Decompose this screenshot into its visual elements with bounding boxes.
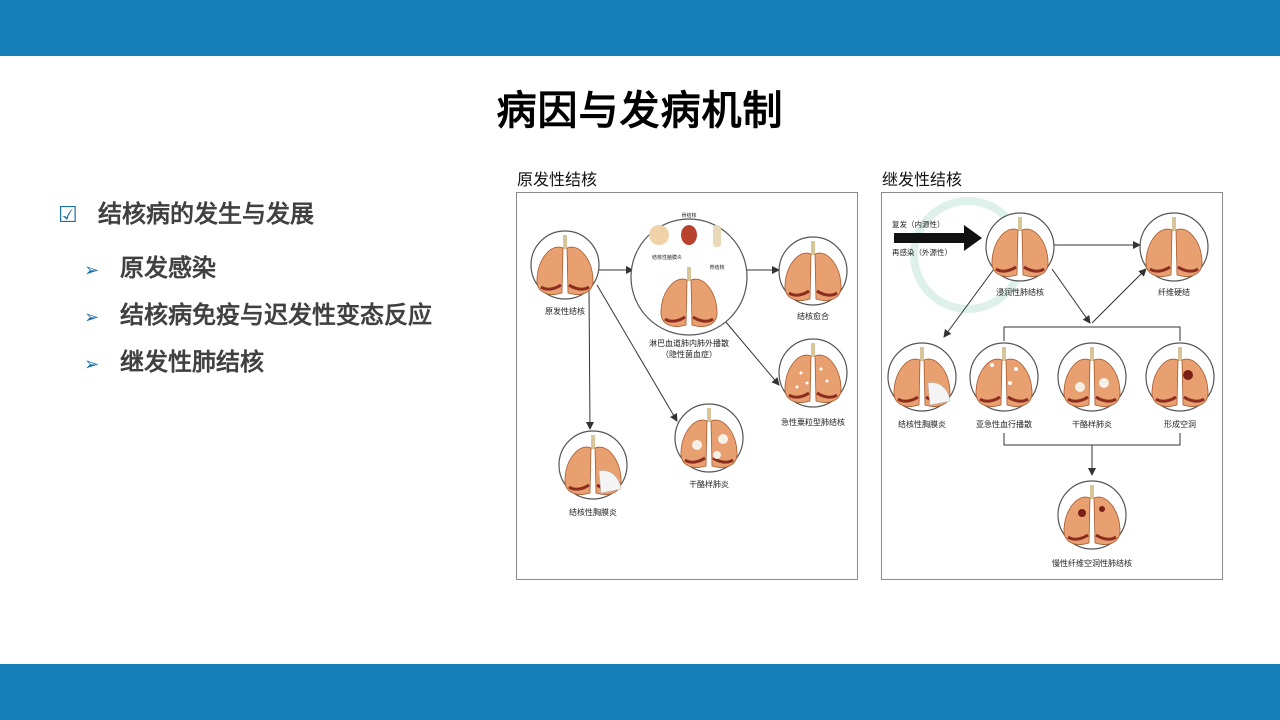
label-reinfection: 再感染（外源性） [892,247,952,257]
label-pleurisy: 结核性胸膜炎 [898,419,946,429]
slide-title: 病因与发病机制 [496,88,784,134]
label-organ-spine: 脊结核 [709,264,724,271]
primary-tb-diagram: 原发性结核 骨结核 结核性脑膜炎 脊结核 淋巴血道肺内肺外播散 （隐性菌血症） … [516,192,858,580]
label-miliary: 急性粟粒型肺结核 [781,417,845,427]
secondary-tb-diagram: 复发（内源性） 再感染（外源性） 浸润性肺结核 纤维硬结 结核性胸膜炎 亚急性血… [881,192,1223,580]
main-bullet: ☑ 结核病的发生与发展 [58,194,314,229]
arrow-bullet-icon: ➢ [84,307,100,328]
label-spread-2: （隐性菌血症） [661,349,717,359]
label-caseous: 干酪样肺炎 [689,479,729,489]
left-panel-title: 原发性结核 [517,170,598,189]
sub-bullet-2: ➢ 结核病免疫与迟发性变态反应 [84,295,432,330]
label-heal: 结核愈合 [797,311,829,321]
sub-bullet-3: ➢ 继发性肺结核 [84,342,264,377]
sub-bullet-1: ➢ 原发感染 [84,248,216,283]
sub-bullet-text: 结核病免疫与迟发性变态反应 [120,301,432,329]
label-subacute: 亚急性血行播散 [976,419,1032,429]
label-organ-top: 骨结核 [681,212,696,219]
primary-tb-svg: 原发性结核 骨结核 结核性脑膜炎 脊结核 淋巴血道肺内肺外播散 （隐性菌血症） … [530,212,848,517]
label-primary: 原发性结核 [545,306,585,316]
label-infiltrative: 浸润性肺结核 [996,287,1044,297]
label-organ-meninges: 结核性脑膜炎 [652,254,682,261]
right-panel-title: 继发性结核 [882,170,963,189]
sub-bullet-text: 继发性肺结核 [120,348,264,376]
label-relapse: 复发（内源性） [892,219,945,229]
secondary-tb-svg: 复发（内源性） 再感染（外源性） 浸润性肺结核 纤维硬结 结核性胸膜炎 亚急性血… [887,197,1215,568]
checkbox-icon: ☑ [58,203,78,228]
label-pleurisy: 结核性胸膜炎 [569,507,617,517]
arrow-bullet-icon: ➢ [84,354,100,375]
label-caseous: 干酪样肺炎 [1072,419,1112,429]
arrow-bullet-icon: ➢ [84,260,100,281]
bottom-banner [0,664,1280,720]
label-cavity: 形成空洞 [1164,419,1196,429]
sub-bullet-text: 原发感染 [120,254,216,282]
top-banner [0,0,1280,56]
label-chronic: 慢性纤维空洞性肺结核 [1052,558,1132,568]
main-bullet-text: 结核病的发生与发展 [98,200,314,228]
label-spread-1: 淋巴血道肺内肺外播散 [649,338,729,348]
label-fibrosis: 纤维硬结 [1158,287,1190,297]
